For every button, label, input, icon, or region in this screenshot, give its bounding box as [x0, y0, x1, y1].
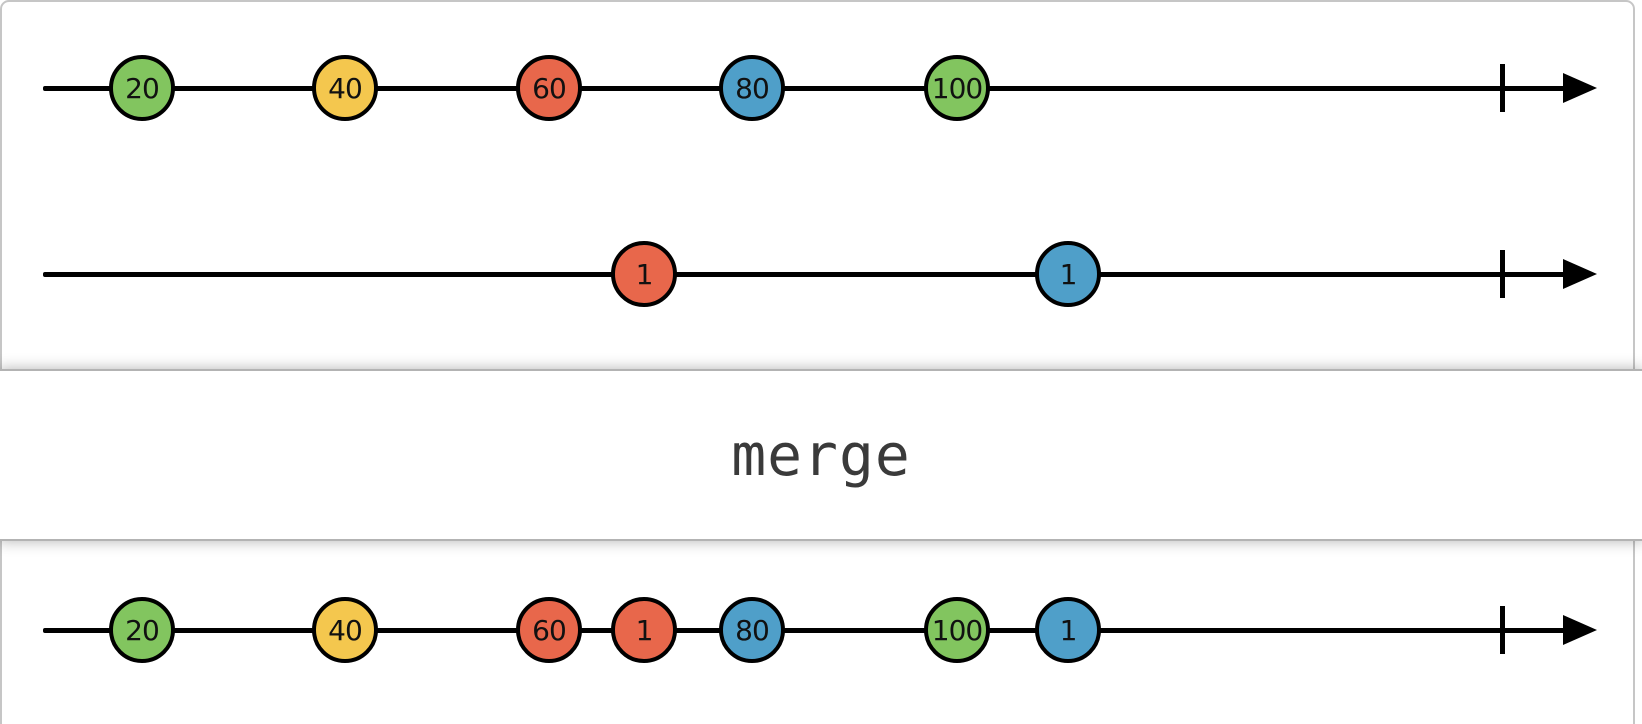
timeline-axis-output: [43, 627, 1566, 633]
arrowhead-icon: [1563, 259, 1597, 289]
operator-label: merge: [731, 421, 911, 489]
arrowhead-icon: [1563, 615, 1597, 645]
marble-source-2-1[interactable]: 1: [1035, 241, 1101, 307]
marble-source-1-60[interactable]: 60: [516, 55, 582, 121]
marble-output-60: 60: [516, 597, 582, 663]
marble-output-80: 80: [719, 597, 785, 663]
marble-output-40: 40: [312, 597, 378, 663]
marble-source-1-20[interactable]: 20: [109, 55, 175, 121]
marble-source-1-40[interactable]: 40: [312, 55, 378, 121]
marble-output-1: 1: [1035, 597, 1101, 663]
marble-output-100: 100: [924, 597, 990, 663]
arrowhead-icon: [1563, 73, 1597, 103]
complete-tick-output: [1499, 606, 1505, 654]
marble-output-1: 1: [611, 597, 677, 663]
marble-source-1-80[interactable]: 80: [719, 55, 785, 121]
marble-source-1-100[interactable]: 100: [924, 55, 990, 121]
complete-tick-source-1[interactable]: [1499, 64, 1505, 112]
marble-source-2-1[interactable]: 1: [611, 241, 677, 307]
marble-output-20: 20: [109, 597, 175, 663]
timeline-axis-source-1: [43, 85, 1566, 91]
complete-tick-source-2[interactable]: [1499, 250, 1505, 298]
operator-box: merge: [0, 369, 1642, 541]
timeline-axis-source-2: [43, 271, 1566, 277]
